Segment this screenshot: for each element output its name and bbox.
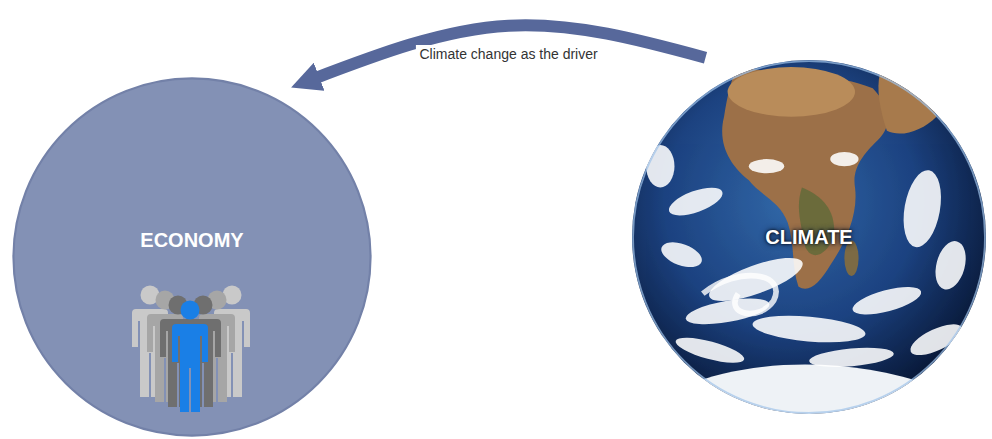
cloud (673, 333, 746, 368)
text-stack: ECONOMY (12, 228, 372, 252)
cloud-swirl (703, 276, 776, 314)
circle-title: ECONOMY (12, 228, 372, 252)
sahara-land (728, 67, 855, 117)
earth-ocean (632, 60, 986, 414)
person-front (185, 296, 221, 408)
economy-circle: ECONOMY (12, 77, 372, 437)
cloud (749, 159, 784, 173)
person-back (132, 286, 168, 398)
person-highlight (172, 301, 208, 413)
cloud-group (646, 145, 971, 370)
cloud (658, 237, 705, 271)
person-middle (147, 291, 183, 403)
arabia-land (878, 74, 936, 133)
cloud (898, 167, 946, 250)
cloud (665, 182, 725, 221)
circle-title: CLIMATE (632, 225, 986, 249)
driver-arrow (312, 25, 706, 79)
cloud (830, 152, 858, 166)
person-front (160, 296, 196, 408)
person-middle (199, 291, 235, 403)
earth-circle: CLIMATE (632, 60, 986, 414)
cloud (906, 318, 966, 361)
edge-label: Climate change as the driver (415, 45, 601, 63)
node-outline (12, 77, 372, 437)
text-stack: CLIMATE (632, 225, 986, 249)
person-back (214, 286, 250, 398)
africa-land (722, 67, 887, 289)
cloud (850, 281, 924, 320)
cloud (646, 145, 674, 187)
cloud (808, 345, 894, 370)
cloud (931, 238, 971, 293)
circle-shape (13, 78, 370, 435)
cloud (751, 312, 866, 347)
